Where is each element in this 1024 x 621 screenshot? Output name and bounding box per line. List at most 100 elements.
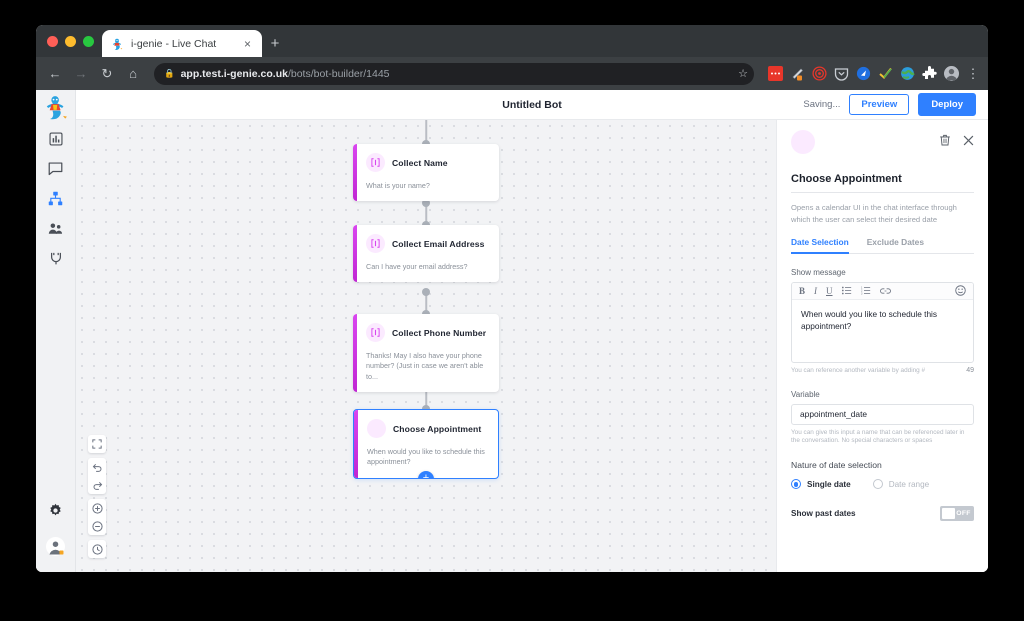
radio-indicator (872, 479, 883, 490)
node-header: Collect Email Address (366, 234, 489, 253)
extension-red-icon[interactable] (768, 66, 783, 81)
app-root: Untitled Bot Saving... Preview Deploy (36, 90, 988, 572)
undo-icon[interactable] (88, 458, 106, 476)
home-button[interactable]: ⌂ (129, 66, 137, 81)
show-message-label: Show message (791, 267, 846, 277)
radio-single-date[interactable]: Single date (791, 479, 851, 490)
flow-node[interactable]: Collect Phone Number Thanks! May I also … (353, 314, 499, 393)
browser-tab[interactable]: i-genie - Live Chat × (102, 30, 262, 57)
close-window-button[interactable] (47, 35, 58, 47)
extensions-area: ⋮ (764, 66, 980, 81)
node-accent-bar (353, 225, 357, 283)
zoom-in-icon[interactable] (88, 499, 106, 517)
close-icon[interactable]: × (243, 36, 251, 51)
svg-text:2: 2 (861, 290, 863, 293)
bulleted-list-icon[interactable] (841, 286, 852, 295)
redo-icon[interactable] (88, 476, 106, 494)
toggle-knob (942, 508, 955, 520)
extension-spiral-icon[interactable] (812, 66, 827, 81)
clock-icon[interactable] (88, 540, 106, 558)
profile-avatar[interactable] (944, 66, 959, 81)
extension-blue-icon[interactable] (856, 66, 871, 81)
flow-canvas[interactable]: Collect Name What is your name? (76, 120, 776, 572)
show-past-dates-toggle[interactable]: OFF (940, 506, 974, 522)
node-message: Can I have your email address? (366, 262, 468, 271)
address-bar[interactable]: 🔒 app.test.i-genie.co.uk/bots/bot-builde… (154, 62, 754, 85)
radio-label: Single date (807, 479, 851, 489)
variable-input[interactable]: appointment_date (791, 403, 974, 425)
url-path: /bots/bot-builder/1445 (287, 67, 390, 80)
tab-date-selection[interactable]: Date Selection (791, 237, 849, 254)
canvas-and-panel: Collect Name What is your name? (76, 120, 988, 572)
italic-icon[interactable]: I (814, 285, 818, 296)
sidebar-item-analytics[interactable] (36, 126, 76, 156)
sidebar-item-settings[interactable] (36, 498, 76, 528)
message-hint: You can reference another variable by ad… (791, 366, 926, 374)
deploy-button[interactable]: Deploy (918, 93, 976, 116)
flow-node[interactable]: Collect Email Address Can I have your em… (353, 225, 499, 283)
message-editor-content[interactable]: When would you like to schedule this app… (801, 308, 938, 331)
node-type-avatar (791, 130, 815, 154)
char-counter: 49 (966, 366, 974, 374)
extension-puzzle-icon[interactable] (922, 66, 937, 81)
genie-logo[interactable] (36, 90, 75, 126)
panel-header (791, 130, 974, 154)
node-title: Choose Appointment (393, 423, 482, 434)
canvas-tool-group-history (88, 458, 106, 494)
panel-description: Opens a calendar UI in the chat interfac… (791, 203, 957, 224)
forward-button[interactable]: → (74, 66, 88, 81)
bot-topbar: Untitled Bot Saving... Preview Deploy (76, 90, 988, 120)
sidebar-item-contacts[interactable] (36, 216, 76, 246)
emoji-icon[interactable] (955, 285, 966, 296)
panel-header-actions (939, 133, 974, 151)
add-node-button[interactable]: + (418, 470, 434, 478)
edge-0-1 (425, 203, 427, 225)
browser-toolbar: ← → ↻ ⌂ 🔒 app.test.i-genie.co.uk/bots/bo… (36, 57, 988, 90)
input-field-icon (366, 153, 385, 172)
port-out-1[interactable] (422, 288, 430, 296)
edge-top (425, 120, 427, 144)
sidebar-item-bot-builder[interactable] (36, 186, 76, 216)
left-sidebar (36, 90, 76, 572)
link-icon[interactable] (879, 287, 891, 295)
tab-exclude-dates[interactable]: Exclude Dates (866, 236, 924, 247)
underline-icon[interactable]: U (826, 285, 833, 296)
panel-tabs: Date Selection Exclude Dates (791, 237, 974, 254)
variable-hint: You can give this input a name that can … (791, 428, 965, 445)
preview-button[interactable]: Preview (849, 94, 910, 115)
expand-icon[interactable] (88, 435, 106, 453)
zoom-out-icon[interactable] (88, 517, 106, 535)
flow-node-selected[interactable]: Choose Appointment When would you like t… (353, 409, 499, 479)
star-icon[interactable]: ☆ (738, 68, 748, 80)
extension-check-icon[interactable] (878, 66, 893, 81)
extension-pocket-icon[interactable] (834, 66, 849, 81)
reload-button[interactable]: ↻ (101, 65, 113, 81)
canvas-tool-group-fit (88, 435, 106, 453)
extension-globe-icon[interactable] (900, 66, 915, 81)
node-body: Collect Name What is your name? (357, 144, 499, 201)
flow-node[interactable]: Collect Name What is your name? (353, 144, 499, 202)
radio-date-range[interactable]: Date range (872, 479, 929, 490)
sidebar-item-account[interactable] (36, 534, 76, 564)
close-icon[interactable] (963, 133, 974, 151)
maximize-window-button[interactable] (83, 35, 94, 47)
minimize-window-button[interactable] (65, 35, 76, 47)
properties-panel: Choose Appointment Opens a calendar UI i… (776, 120, 988, 572)
address-bar-url: app.test.i-genie.co.uk/bots/bot-builder/… (181, 68, 390, 80)
browser-window: i-genie - Live Chat × + ← → ↻ ⌂ 🔒 app.te… (36, 25, 988, 572)
panel-title: Choose Appointment (791, 173, 974, 193)
port-out-0[interactable] (422, 199, 430, 207)
sidebar-bottom (36, 498, 76, 572)
new-tab-button[interactable]: + (270, 35, 280, 52)
calendar-icon (367, 419, 386, 438)
back-button[interactable]: ← (48, 66, 62, 81)
sidebar-item-conversations[interactable] (36, 156, 76, 186)
trash-icon[interactable] (939, 133, 951, 151)
extension-pen-icon[interactable] (790, 66, 805, 81)
chat-bubble-icon (48, 161, 63, 181)
kebab-menu-icon[interactable]: ⋮ (966, 66, 980, 81)
bold-icon[interactable]: B (799, 285, 806, 296)
sidebar-item-integrations[interactable] (36, 246, 76, 276)
